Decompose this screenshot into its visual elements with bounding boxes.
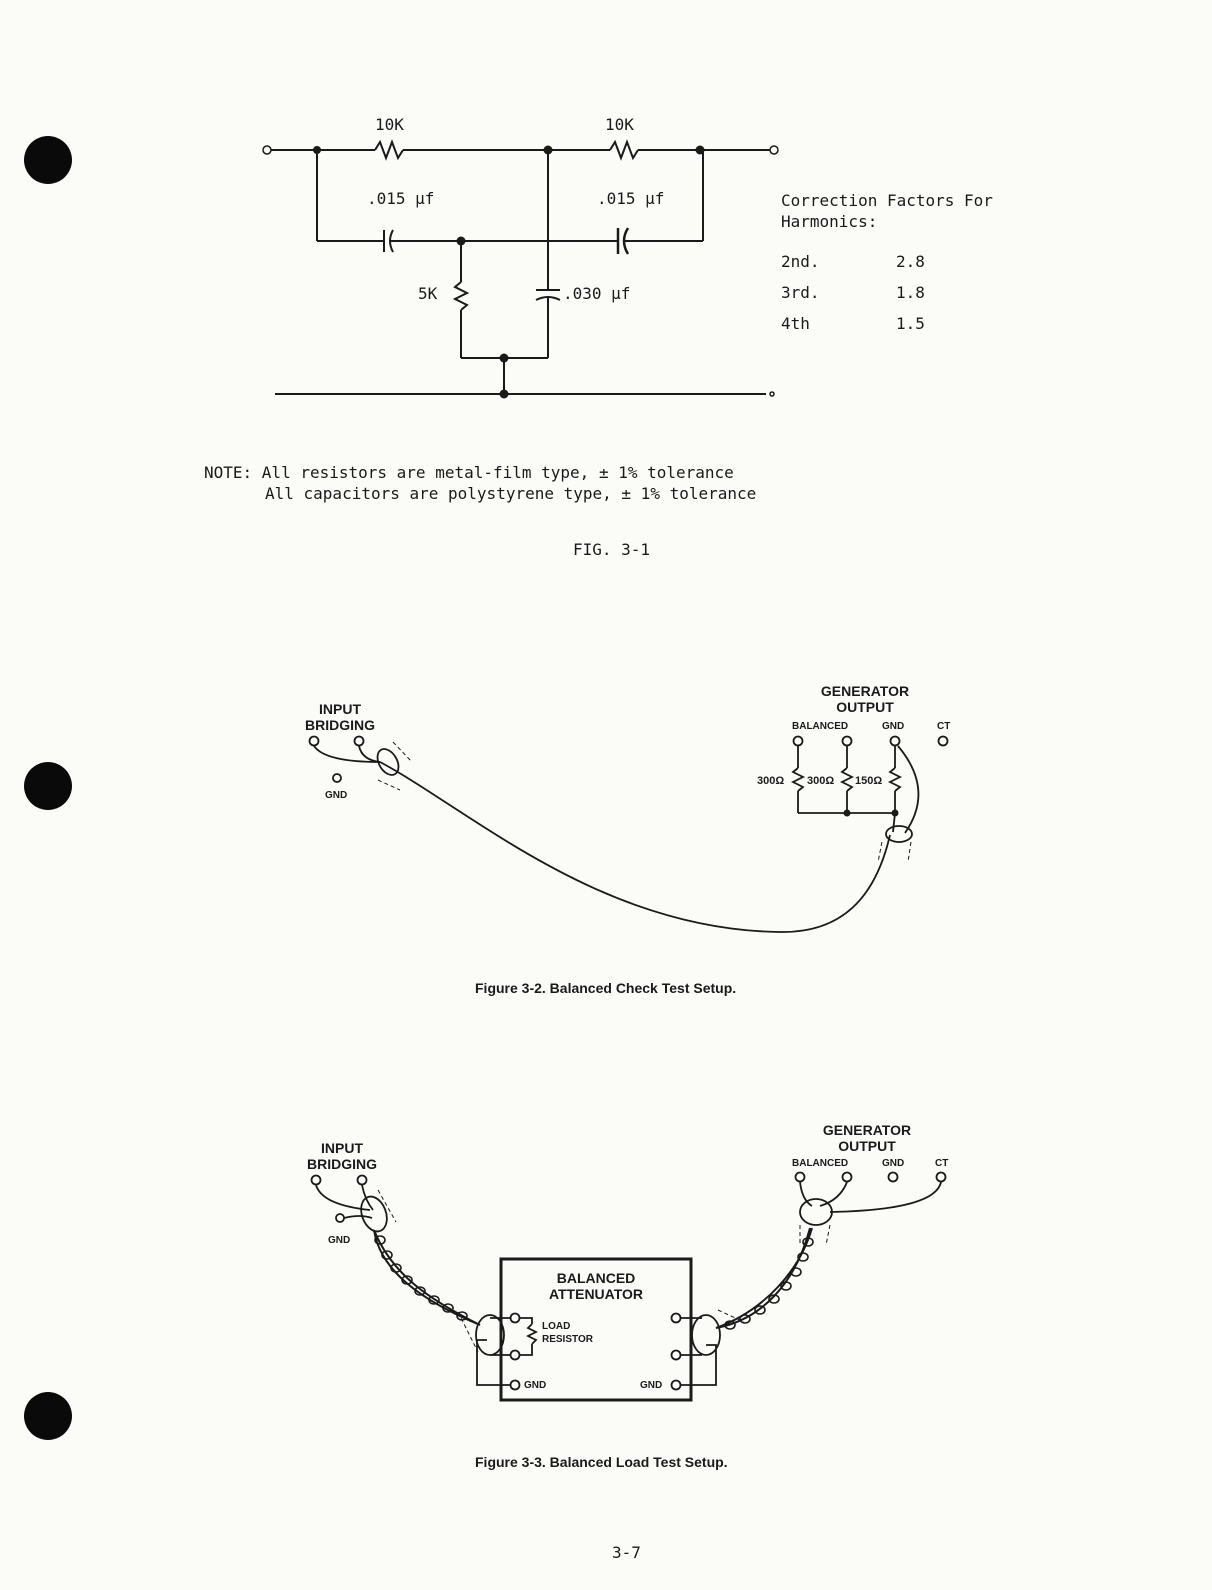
- input-label-line: INPUT: [321, 1140, 363, 1156]
- resistor-label-1: 10K: [375, 115, 404, 134]
- gnd-terminal-label-fig3: GND: [882, 1158, 905, 1169]
- resistor-label-2: 10K: [605, 115, 634, 134]
- input-gnd-label-fig3: GND: [328, 1235, 351, 1246]
- page-number: 3-7: [612, 1543, 641, 1562]
- harmonic-factor: 2.8: [896, 252, 925, 271]
- resistor-300-a-label: 300Ω: [757, 775, 785, 787]
- attenuator-title-line: BALANCED: [556, 1270, 636, 1286]
- balanced-attenuator-title: BALANCED ATTENUATOR: [546, 1270, 646, 1302]
- generator-output-label: GENERATOR OUTPUT: [810, 683, 920, 715]
- input-bridging-label-fig3: INPUT BRIDGING: [302, 1140, 382, 1172]
- harmonic-factor: 1.8: [896, 283, 925, 302]
- generator-label-line: GENERATOR: [822, 1122, 912, 1138]
- box-gnd-right-label: GND: [640, 1380, 663, 1391]
- load-resistor-label: LOAD RESISTOR: [542, 1320, 593, 1346]
- harmonic-label: 2nd.: [781, 252, 820, 271]
- resistor-150-label: 150Ω: [855, 775, 883, 787]
- fig-3-3-caption: Figure 3-3. Balanced Load Test Setup.: [475, 1454, 728, 1470]
- output-label-line: OUTPUT: [838, 1138, 896, 1154]
- generator-label-line: GENERATOR: [820, 683, 910, 699]
- binder-hole-top: [24, 136, 72, 184]
- resistor-300-b-label: 300Ω: [807, 775, 835, 787]
- box-gnd-left-label: GND: [524, 1380, 547, 1391]
- input-gnd-label: GND: [325, 790, 348, 801]
- generator-output-label-fig3: GENERATOR OUTPUT: [812, 1122, 922, 1154]
- bridging-label-line: BRIDGING: [305, 717, 375, 733]
- fig-3-2-caption: Figure 3-2. Balanced Check Test Setup.: [475, 980, 737, 996]
- harmonic-label: 3rd.: [781, 283, 820, 302]
- harmonic-factor: 1.5: [896, 314, 925, 333]
- note-line-1: NOTE: All resistors are metal-film type,…: [204, 463, 734, 482]
- capacitor-label-1: .015 µf: [367, 189, 435, 208]
- binder-hole-bottom: [24, 1392, 72, 1440]
- balanced-terminal-label-fig3: BALANCED: [792, 1158, 849, 1169]
- attenuator-title-line: ATTENUATOR: [548, 1286, 644, 1302]
- ct-terminal-label-fig3: CT: [935, 1158, 949, 1169]
- balanced-terminal-label: BALANCED: [792, 721, 849, 732]
- gnd-terminal-label: GND: [882, 721, 905, 732]
- fig-3-1-caption: FIG. 3-1: [573, 540, 651, 559]
- resistor-label-line: RESISTOR: [542, 1334, 593, 1345]
- binder-hole-middle: [24, 762, 72, 810]
- output-label-line: OUTPUT: [836, 699, 894, 715]
- ct-terminal-label: CT: [937, 721, 951, 732]
- capacitor-label-2: .015 µf: [597, 189, 665, 208]
- capacitor-label-3: .030 µf: [563, 284, 631, 303]
- correction-factors-title: Correction Factors For Harmonics:: [781, 191, 993, 231]
- load-label-line: LOAD: [542, 1321, 571, 1332]
- resistor-label-3: 5K: [418, 284, 438, 303]
- note-line-2: All capacitors are polystyrene type, ± 1…: [265, 484, 757, 503]
- bridging-label-line: BRIDGING: [307, 1156, 377, 1172]
- harmonic-label: 4th: [781, 314, 810, 333]
- input-label-line: INPUT: [319, 701, 361, 717]
- input-bridging-label: INPUT BRIDGING: [300, 701, 380, 733]
